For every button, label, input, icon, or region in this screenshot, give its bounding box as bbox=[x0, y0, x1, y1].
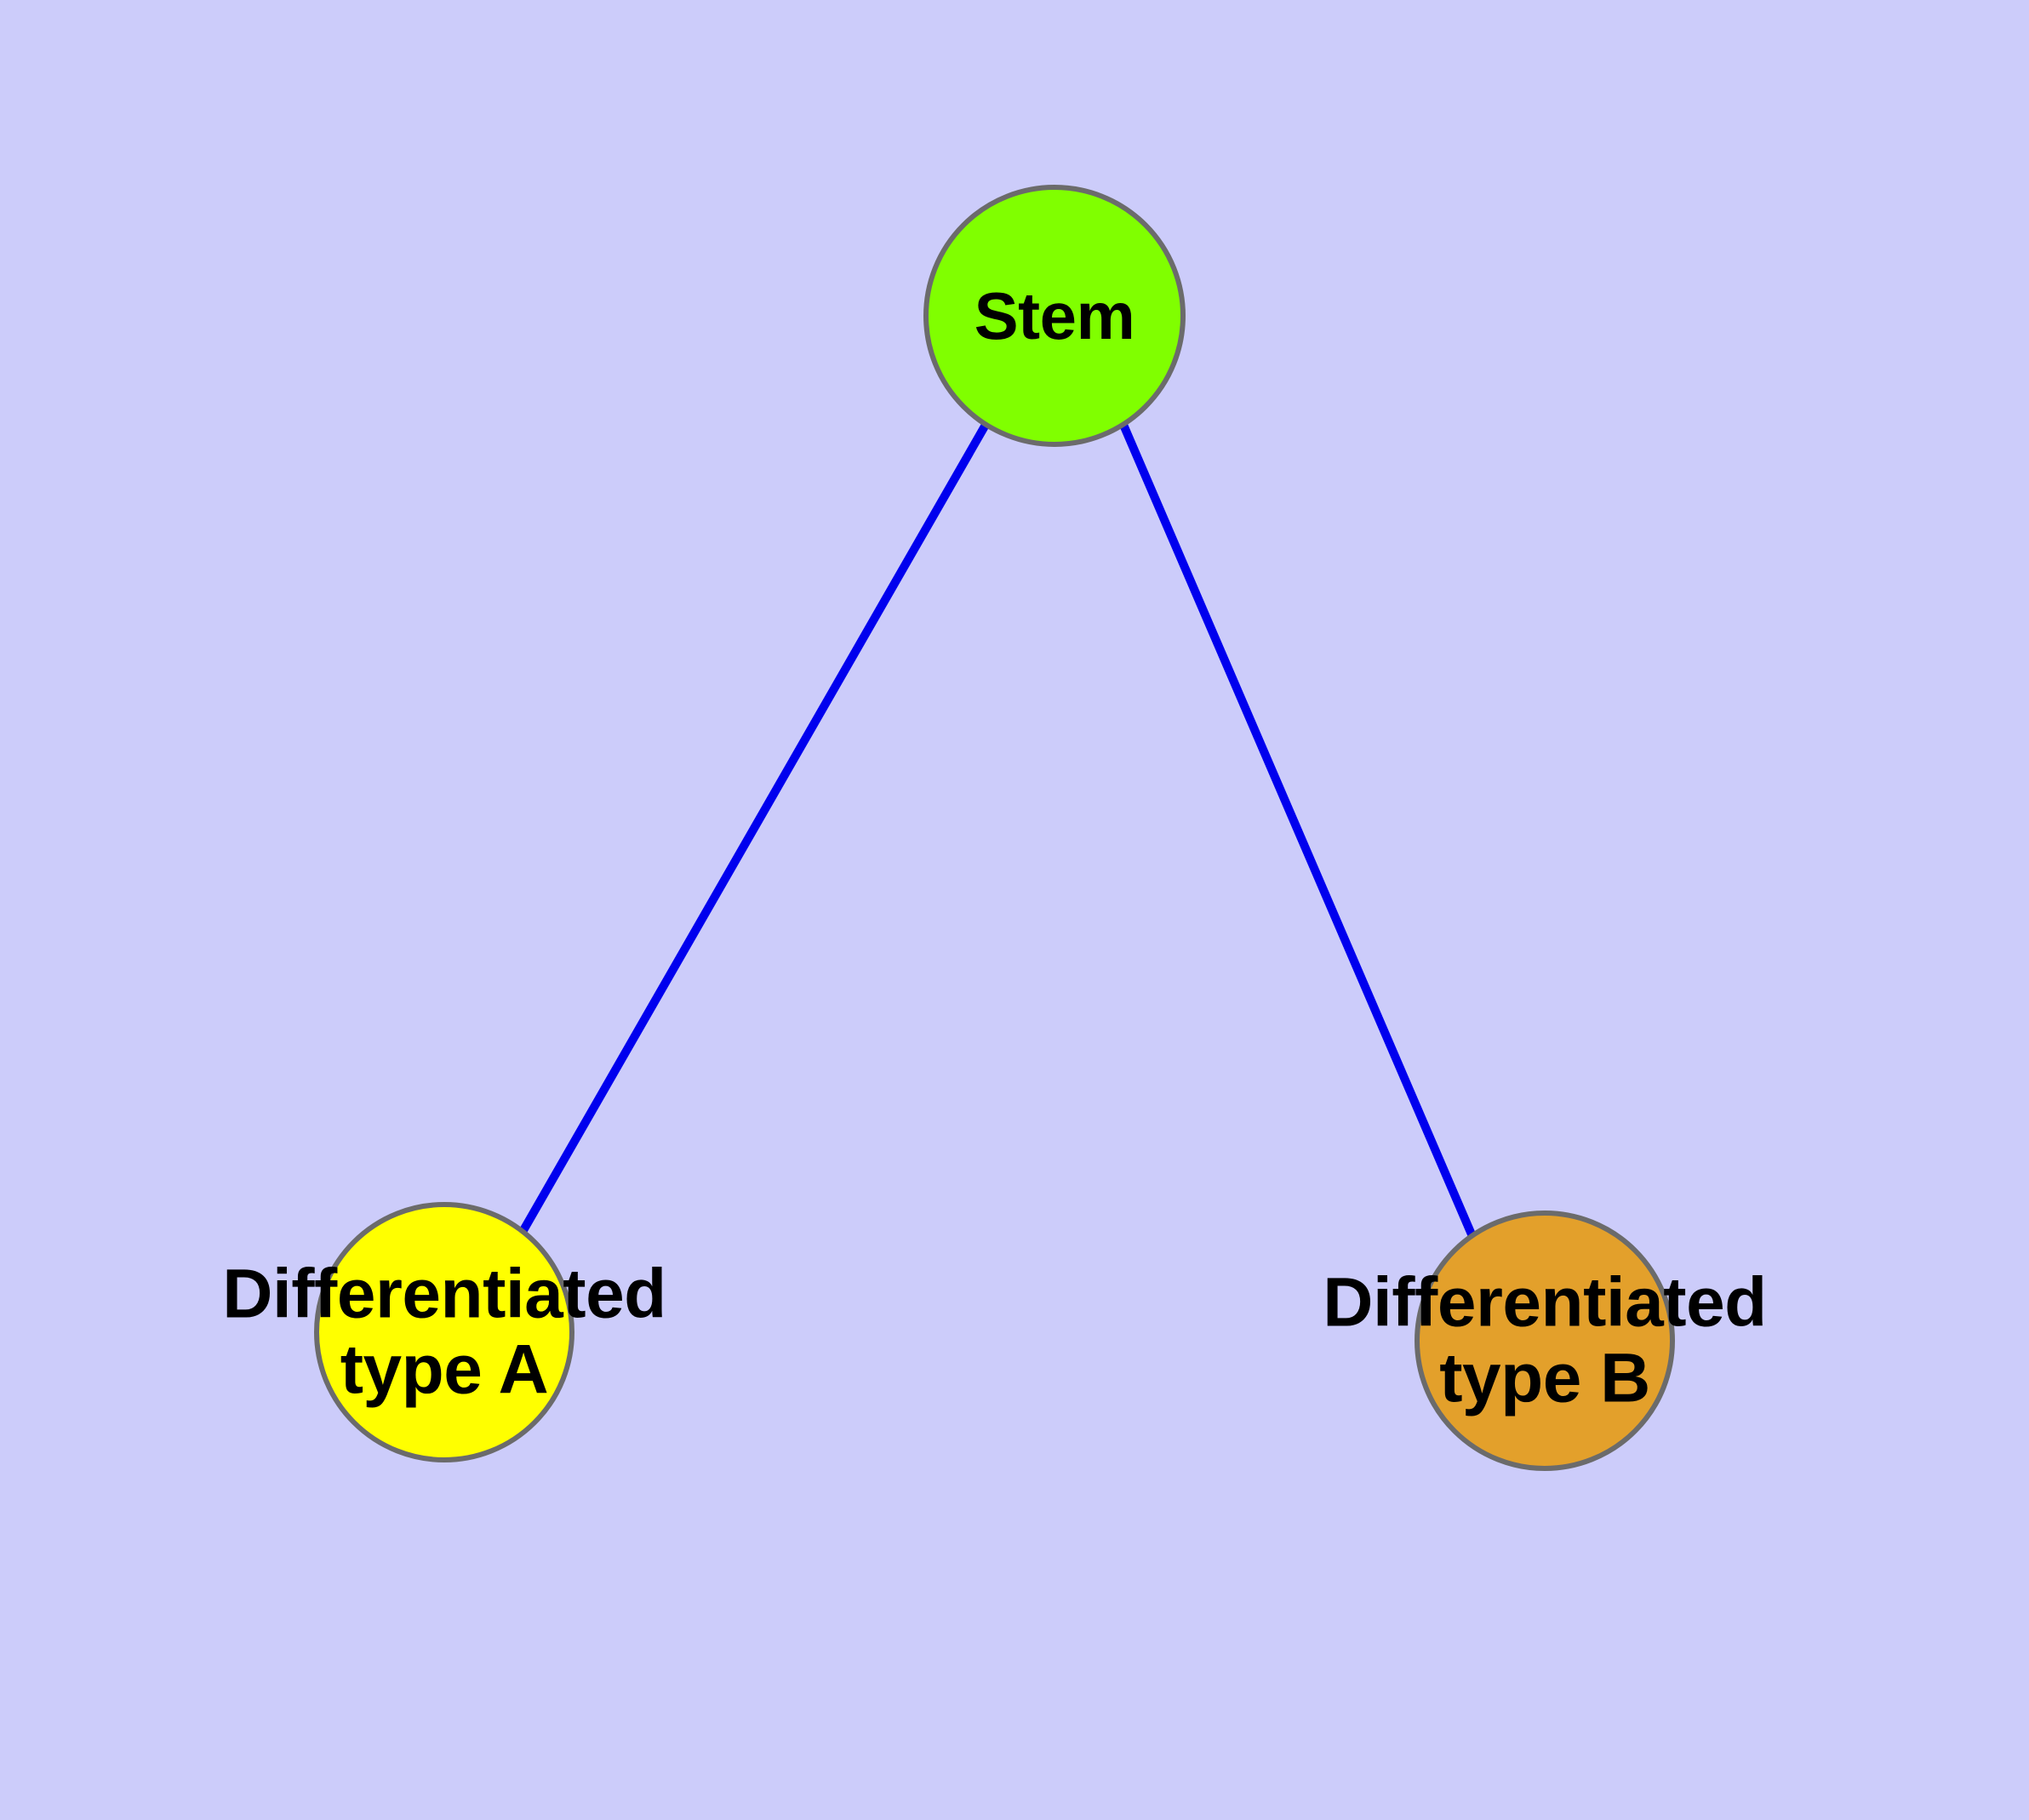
graph-node-stem[interactable] bbox=[923, 185, 1186, 447]
edges-group bbox=[518, 422, 1476, 1236]
graph-node-diff_b[interactable] bbox=[1415, 1210, 1675, 1471]
graph-node-diff_a[interactable] bbox=[314, 1202, 574, 1462]
graph-edge[interactable] bbox=[1119, 423, 1476, 1236]
graph-edge[interactable] bbox=[518, 422, 990, 1234]
nodes-group bbox=[314, 185, 1675, 1471]
